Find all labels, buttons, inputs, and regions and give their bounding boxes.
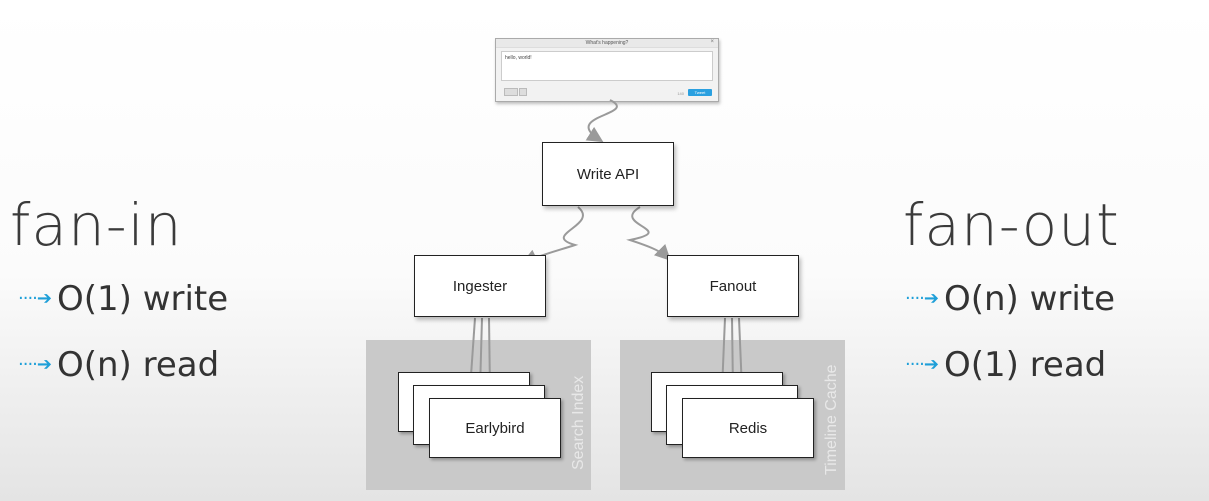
compose-textarea[interactable]: hello, world!: [501, 51, 713, 81]
fan-in-item-1: ····➔O(1) write: [18, 282, 228, 316]
fan-in-item-2: ····➔O(n) read: [18, 348, 219, 382]
fan-out-item-2-text: O(1) read: [943, 345, 1107, 385]
fan-in-item-2-text: O(n) read: [56, 345, 220, 385]
fan-in-heading: fan-in: [10, 191, 183, 259]
dotted-arrow-icon: ····➔: [18, 354, 52, 375]
dotted-arrow-icon: ····➔: [905, 288, 939, 309]
ingester-node: Ingester: [414, 255, 546, 317]
connector-writeapi-fanout: [626, 206, 671, 261]
compose-dialog: What's happening? × hello, world! 140 Tw…: [495, 38, 719, 102]
redis-node: Redis: [682, 398, 814, 458]
fan-out-heading: fan-out: [903, 191, 1120, 259]
camera-icon[interactable]: [504, 88, 518, 96]
close-icon[interactable]: ×: [710, 39, 714, 45]
fan-out-item-2: ····➔O(1) read: [905, 348, 1106, 382]
fan-out-item-1-text: O(n) write: [943, 279, 1116, 319]
connector-writeapi-ingester: [521, 206, 584, 265]
fanout-node: Fanout: [667, 255, 799, 317]
dotted-arrow-icon: ····➔: [18, 288, 52, 309]
char-count: 140: [677, 91, 684, 96]
location-icon[interactable]: [519, 88, 527, 96]
write-api-node: Write API: [542, 142, 674, 206]
tweet-button[interactable]: Tweet: [688, 89, 712, 96]
compose-dialog-title: What's happening?: [496, 39, 718, 48]
earlybird-node: Earlybird: [429, 398, 561, 458]
fan-in-item-1-text: O(1) write: [56, 279, 229, 319]
dotted-arrow-icon: ····➔: [905, 354, 939, 375]
connector-dialog-writeapi: [585, 99, 618, 143]
fan-out-item-1: ····➔O(n) write: [905, 282, 1115, 316]
